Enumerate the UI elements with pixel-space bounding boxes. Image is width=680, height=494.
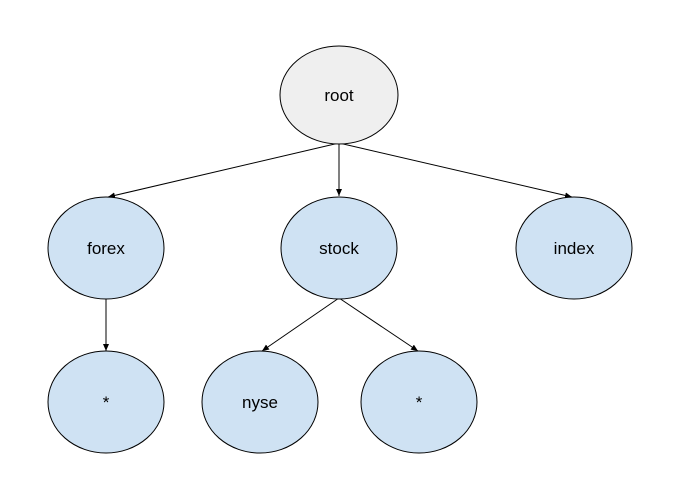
node-index-shape (515, 196, 633, 300)
node-nyse-shape (201, 350, 319, 454)
node-forex-wildcard-shape (47, 350, 165, 454)
node-index: index (515, 196, 633, 300)
node-index-label: index (554, 239, 595, 258)
node-stock-wildcard-label: * (416, 393, 423, 412)
edge-stock-wildcard (338, 297, 419, 352)
node-stock-label: stock (319, 239, 359, 258)
node-forex-label: forex (87, 239, 125, 258)
node-forex-wildcard-label: * (103, 393, 110, 412)
node-nyse: nyse (201, 350, 319, 454)
edge-root-forex (107, 142, 340, 199)
node-stock-wildcard: * (360, 350, 478, 454)
edge-stock-nyse (261, 297, 340, 352)
edges (103, 142, 573, 352)
node-forex-shape (47, 196, 165, 300)
node-root-label: root (324, 86, 354, 105)
node-stock-shape (280, 196, 398, 300)
node-nyse-label: nyse (242, 393, 278, 412)
node-root-shape (279, 45, 399, 145)
node-forex-wildcard: * (47, 350, 165, 454)
node-root: root (279, 45, 399, 145)
node-forex: forex (47, 196, 165, 300)
node-stock-wildcard-shape (360, 350, 478, 454)
node-stock: stock (280, 196, 398, 300)
edge-root-index (338, 142, 573, 199)
